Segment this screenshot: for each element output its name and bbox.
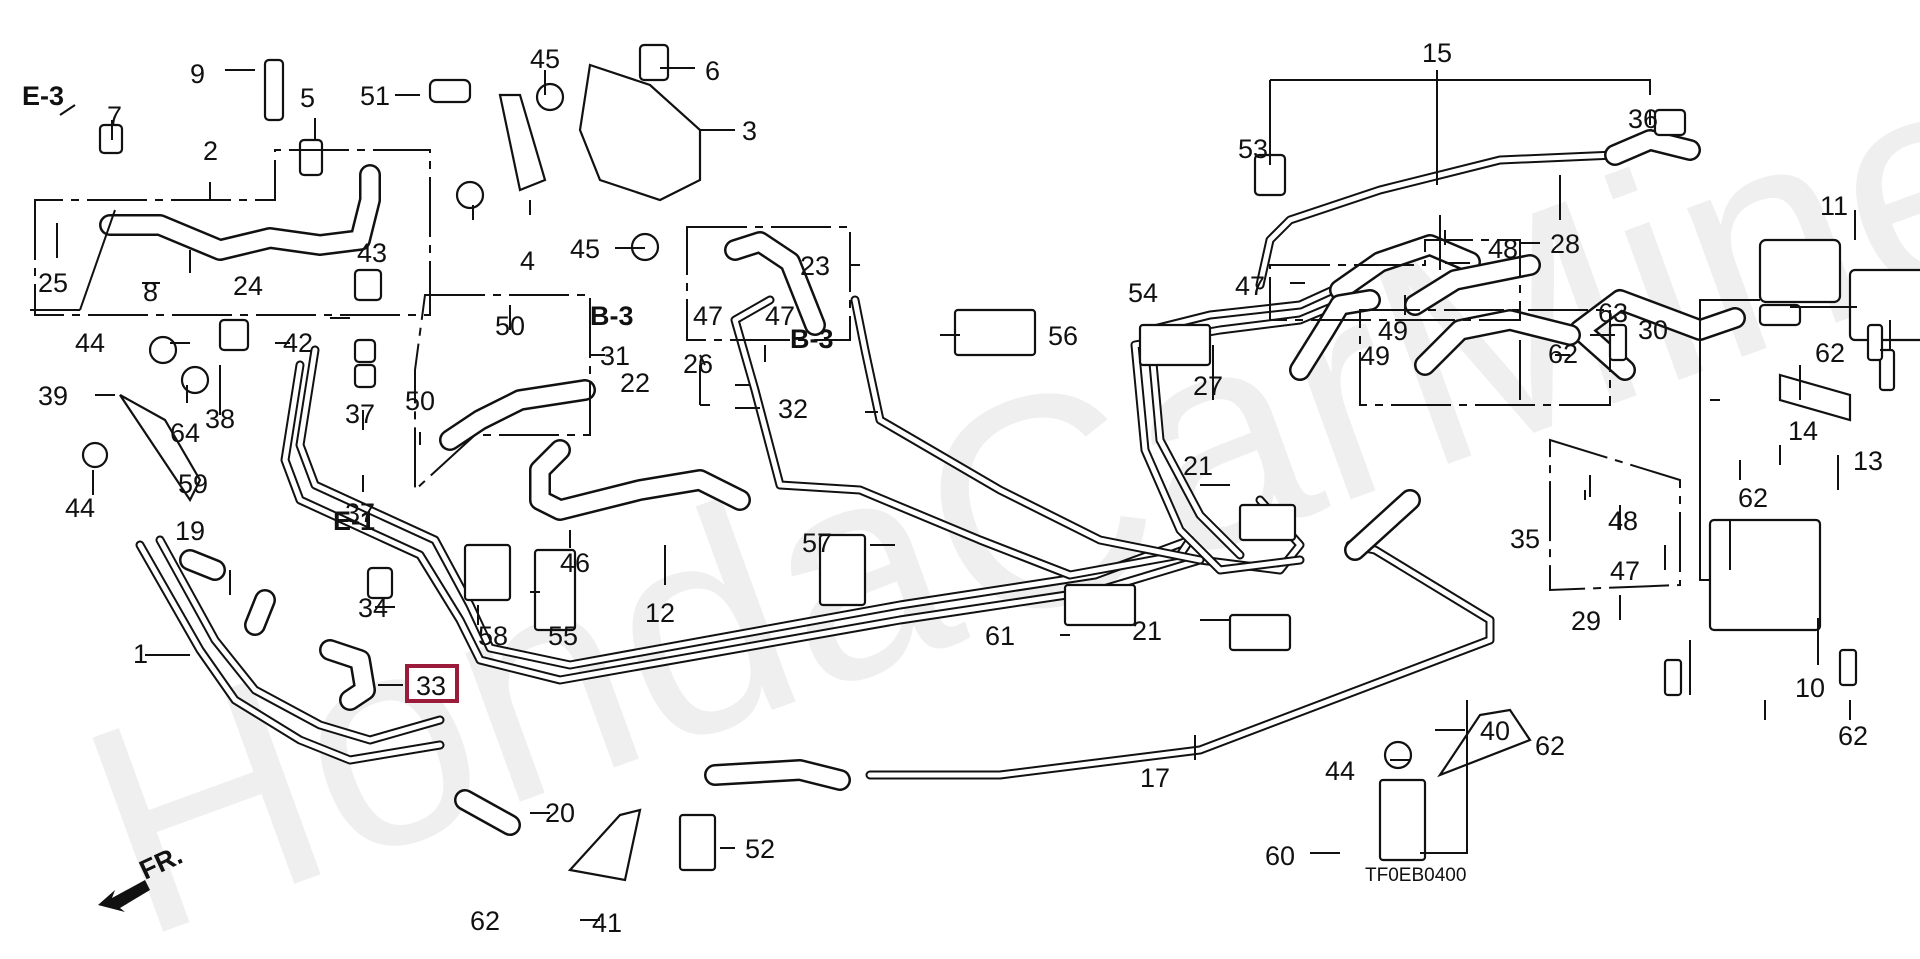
section-refs: E-3 E-1 B-3 B-3 [22, 81, 834, 536]
callout-48b[interactable]: 48 [1608, 506, 1638, 536]
callout-62c[interactable]: 62 [1535, 731, 1565, 761]
callout-44b[interactable]: 44 [65, 493, 95, 523]
callout-47b[interactable]: 47 [765, 301, 795, 331]
callout-52[interactable]: 52 [745, 834, 775, 864]
callout-51[interactable]: 51 [360, 81, 390, 111]
callout-4[interactable]: 4 [520, 246, 535, 276]
callout-47d[interactable]: 47 [1610, 556, 1640, 586]
callout-50a[interactable]: 50 [495, 311, 525, 341]
front-arrow-icon [98, 880, 150, 912]
callout-2[interactable]: 2 [203, 136, 218, 166]
callout-62b[interactable]: 62 [1548, 339, 1578, 369]
callout-3[interactable]: 3 [742, 116, 757, 146]
callout-42[interactable]: 42 [283, 328, 313, 358]
callout-50b[interactable]: 50 [405, 386, 435, 416]
callout-21b[interactable]: 21 [1132, 616, 1162, 646]
callout-30[interactable]: 30 [1638, 315, 1668, 345]
callout-62e[interactable]: 62 [1815, 338, 1845, 368]
callout-54[interactable]: 54 [1128, 278, 1158, 308]
callout-56[interactable]: 56 [1048, 321, 1078, 351]
callout-46[interactable]: 46 [560, 548, 590, 578]
callout-13[interactable]: 13 [1853, 446, 1883, 476]
callout-53[interactable]: 53 [1238, 134, 1268, 164]
callout-labels: 1 2 3 4 5 6 7 8 9 10 11 12 13 14 15 17 1… [38, 38, 1883, 938]
callout-38[interactable]: 38 [205, 404, 235, 434]
callout-29[interactable]: 29 [1571, 606, 1601, 636]
callout-12[interactable]: 12 [645, 598, 675, 628]
callout-26[interactable]: 26 [683, 349, 713, 379]
callout-49a[interactable]: 49 [1378, 316, 1408, 346]
callout-41[interactable]: 41 [592, 908, 622, 938]
callout-1[interactable]: 1 [133, 639, 148, 669]
callout-39[interactable]: 39 [38, 381, 68, 411]
callout-22[interactable]: 22 [620, 368, 650, 398]
diagram-code: TF0EB0400 [1365, 865, 1466, 886]
callout-10[interactable]: 10 [1795, 673, 1825, 703]
highlight-box-33[interactable] [405, 664, 459, 703]
callout-25[interactable]: 25 [38, 268, 68, 298]
callout-44c[interactable]: 44 [1325, 756, 1355, 786]
leader-lines [30, 67, 1891, 921]
callout-35[interactable]: 35 [1510, 524, 1540, 554]
callout-63[interactable]: 63 [1598, 298, 1628, 328]
callout-59[interactable]: 59 [178, 469, 208, 499]
group-boxes [34, 149, 1681, 592]
callout-19[interactable]: 19 [175, 516, 205, 546]
callout-45b[interactable]: 45 [570, 234, 600, 264]
callout-6[interactable]: 6 [705, 56, 720, 86]
callout-27[interactable]: 27 [1193, 371, 1223, 401]
section-ref-e1[interactable]: E-1 [333, 506, 375, 536]
hoses [99, 129, 1746, 836]
section-ref-b3-left[interactable]: B-3 [590, 301, 634, 331]
callout-20[interactable]: 20 [545, 798, 575, 828]
callout-62a[interactable]: 62 [470, 906, 500, 936]
callout-7[interactable]: 7 [107, 101, 122, 131]
callout-47c[interactable]: 47 [1235, 271, 1265, 301]
callout-17[interactable]: 17 [1140, 763, 1170, 793]
callout-32[interactable]: 32 [778, 394, 808, 424]
callout-14[interactable]: 14 [1788, 416, 1818, 446]
callout-64[interactable]: 64 [170, 418, 200, 448]
callout-11[interactable]: 11 [1820, 191, 1848, 221]
callout-45a[interactable]: 45 [530, 44, 560, 74]
callout-62f[interactable]: 62 [1738, 483, 1768, 513]
callout-48a[interactable]: 48 [1488, 234, 1518, 264]
callout-34[interactable]: 34 [358, 593, 388, 623]
callout-37b[interactable]: 37 [345, 498, 375, 528]
callout-9[interactable]: 9 [190, 59, 205, 89]
callout-23[interactable]: 23 [800, 251, 830, 281]
callout-62d[interactable]: 62 [1838, 721, 1868, 751]
callout-28[interactable]: 28 [1550, 229, 1580, 259]
callout-61[interactable]: 61 [985, 621, 1015, 651]
callout-44a[interactable]: 44 [75, 328, 105, 358]
callout-58[interactable]: 58 [478, 621, 508, 651]
callout-15[interactable]: 15 [1422, 38, 1452, 68]
callout-8[interactable]: 8 [143, 277, 158, 307]
callout-21a[interactable]: 21 [1183, 451, 1213, 481]
callout-43[interactable]: 43 [357, 238, 387, 268]
callout-37a[interactable]: 37 [345, 399, 375, 429]
section-ref-e3[interactable]: E-3 [22, 81, 64, 111]
callout-36[interactable]: 36 [1628, 104, 1658, 134]
callout-47a[interactable]: 47 [693, 301, 723, 331]
callout-33[interactable]: 33 [416, 671, 446, 701]
parts [81, 43, 1920, 882]
callout-31[interactable]: 31 [600, 341, 630, 371]
callout-5[interactable]: 5 [300, 83, 315, 113]
callout-40[interactable]: 40 [1480, 716, 1510, 746]
callout-24[interactable]: 24 [233, 271, 263, 301]
callout-57[interactable]: 57 [802, 528, 832, 558]
callout-60[interactable]: 60 [1265, 841, 1295, 871]
callout-49b[interactable]: 49 [1360, 341, 1390, 371]
callout-55[interactable]: 55 [548, 621, 578, 651]
section-ref-b3-right[interactable]: B-3 [790, 324, 834, 354]
